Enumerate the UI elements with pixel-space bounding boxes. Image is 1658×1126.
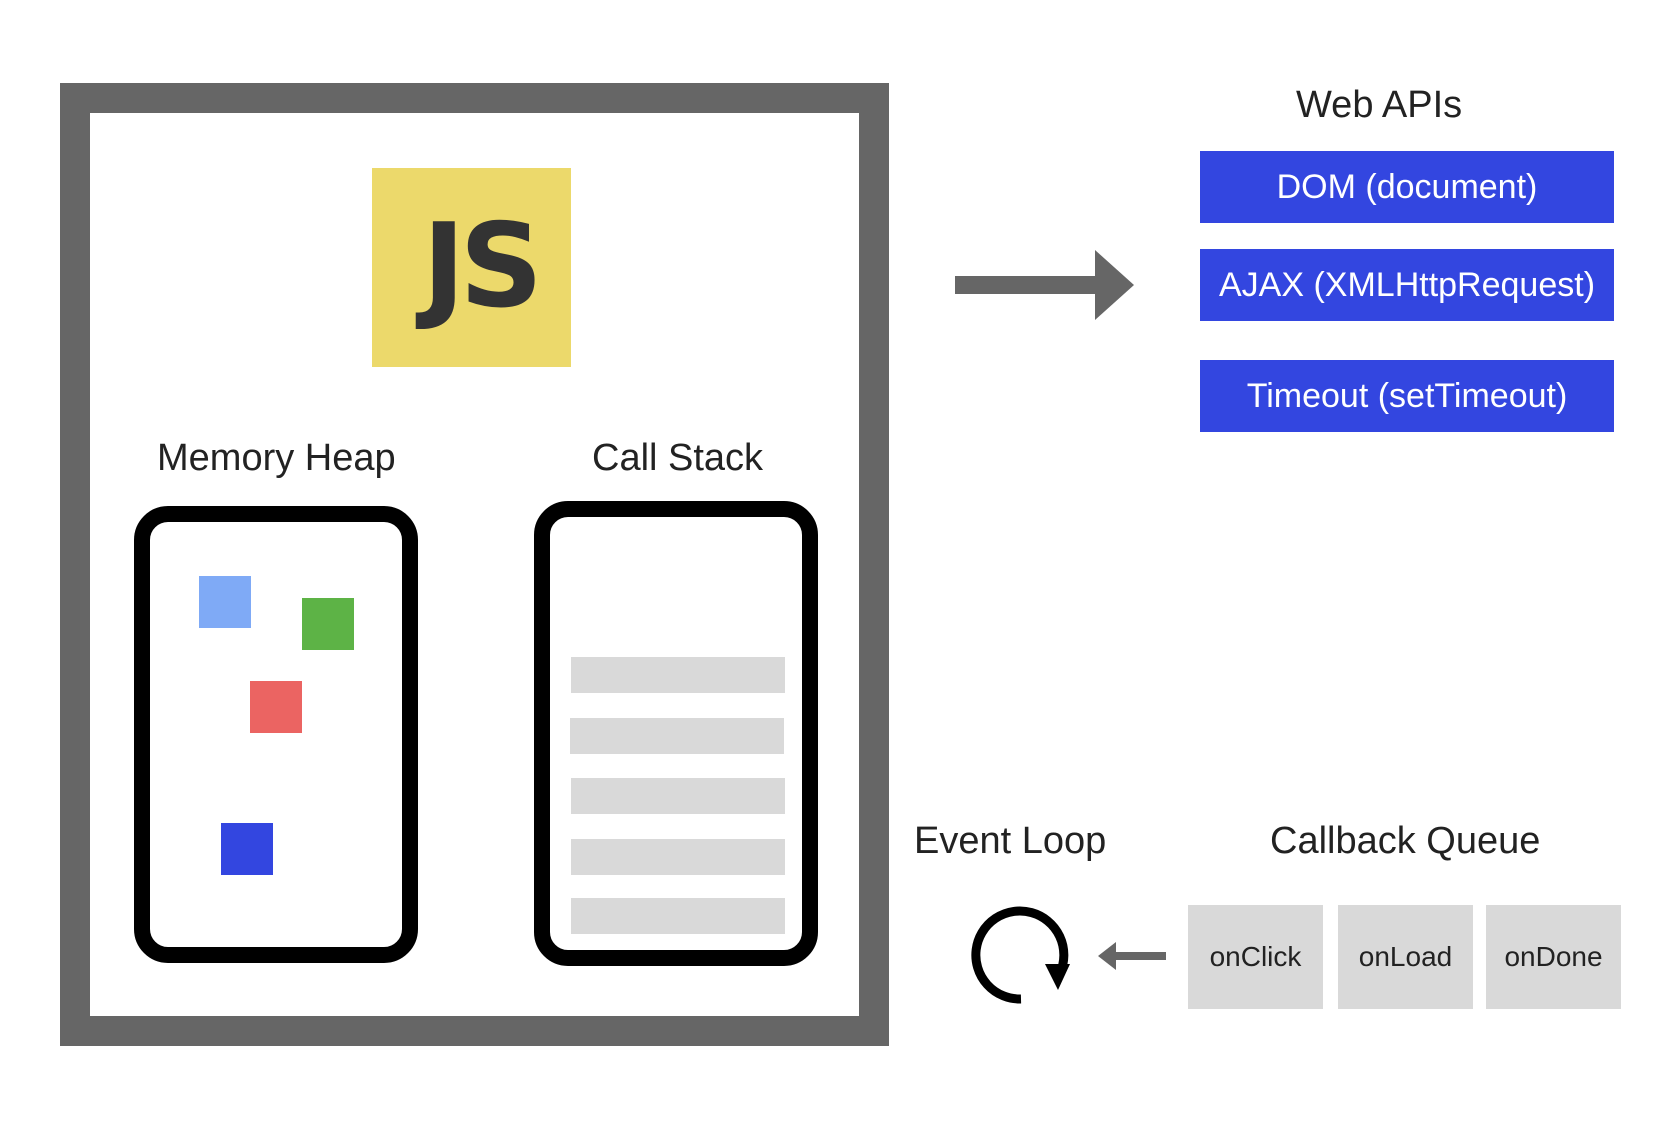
arrow-left-icon: [1098, 942, 1166, 970]
js-logo-text: JS: [422, 199, 543, 334]
stack-frame: [571, 898, 785, 934]
api-dom: DOM (document): [1200, 151, 1614, 223]
loop-icon: [971, 906, 1070, 1004]
callback-item-ondone: onDone: [1486, 905, 1621, 1009]
web-apis-title: Web APIs: [1296, 84, 1463, 126]
heap-block-blue: [221, 823, 273, 875]
event-loop-label: Event Loop: [914, 820, 1107, 862]
stack-frame: [571, 778, 785, 814]
heap-block-light-blue: [199, 576, 251, 628]
memory-heap-panel: [134, 506, 418, 963]
api-timeout: Timeout (setTimeout): [1200, 360, 1614, 432]
js-logo: JS: [372, 168, 571, 367]
api-ajax: AJAX (XMLHttpRequest): [1200, 249, 1614, 321]
callback-item-onclick: onClick: [1188, 905, 1323, 1009]
stack-frame: [571, 657, 785, 693]
callback-queue-title: Callback Queue: [1270, 820, 1541, 862]
call-stack-label: Call Stack: [592, 437, 764, 479]
heap-block-red: [250, 681, 302, 733]
memory-heap-label: Memory Heap: [157, 437, 396, 479]
callback-item-onload: onLoad: [1338, 905, 1473, 1009]
stack-frame: [570, 718, 784, 754]
heap-block-green: [302, 598, 354, 650]
arrow-right-icon: [955, 250, 1134, 320]
stack-frame: [571, 839, 785, 875]
